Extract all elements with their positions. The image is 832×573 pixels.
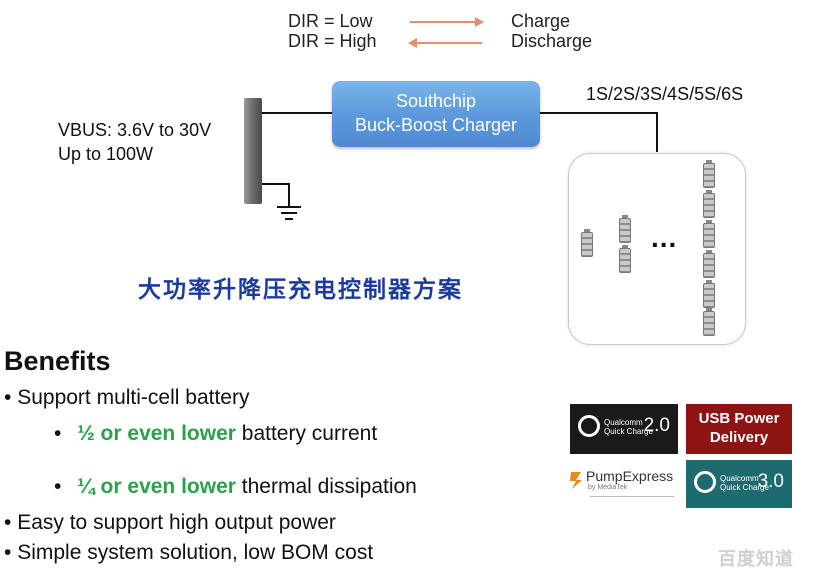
benefits-title: Benefits: [4, 346, 111, 376]
vbus-voltage-range: VBUS: 3.6V to 30V: [58, 120, 212, 140]
buck-boost-charger-block: Southchip Buck-Boost Charger: [332, 81, 540, 147]
benefit-text: Easy to support high output power: [17, 511, 336, 534]
qc-brand-text: Qualcomm Quick Charge: [604, 418, 653, 436]
qc-version: 2.0: [643, 415, 670, 436]
bullet-dot: •: [4, 541, 12, 564]
bullet-dot: •: [54, 475, 62, 498]
legend-discharge-label: Discharge: [511, 31, 593, 51]
quick-charge-icon: [578, 415, 600, 437]
qc-brand-text: Qualcomm Quick Charge: [720, 474, 769, 492]
bullet-dot: •: [54, 422, 62, 445]
wire-ground: [262, 183, 290, 185]
discharge-arrow: [408, 38, 482, 48]
wire-vbus-to-charger: [262, 112, 334, 114]
wire-ground-drop: [288, 183, 290, 207]
benefit-subitem: • ¼ or even lower thermal dissipation: [54, 475, 417, 499]
baidu-zhidao-watermark: 百度知道: [676, 512, 832, 573]
charge-arrow: [410, 17, 484, 27]
bullet-dot: •: [4, 511, 12, 534]
pump-express-name: PumpExpress: [586, 468, 674, 484]
benefit-highlight: ½ or even lower: [77, 422, 236, 445]
benefit-text: Support multi-cell battery: [17, 386, 250, 409]
wire-battery-drop: [656, 112, 658, 152]
ellipsis: ...: [651, 222, 678, 253]
usb-power-delivery-logo: USB Power Delivery: [686, 404, 792, 454]
qualcomm-quick-charge-3-logo: Qualcomm Quick Charge 3.0: [686, 460, 792, 508]
pump-express-icon: [570, 472, 582, 489]
pump-express-logo: PumpExpress by MediaTek: [566, 460, 678, 508]
pump-express-sub: by MediaTek: [588, 484, 628, 491]
wire-charger-to-battery: [540, 112, 658, 114]
qc-version: 3.0: [757, 471, 784, 492]
qualcomm-quick-charge-2-logo: Qualcomm Quick Charge 2.0: [570, 404, 678, 454]
usb-connector: [244, 98, 262, 204]
benefit-item: • Support multi-cell battery: [4, 386, 249, 410]
battery-pack: ...: [568, 153, 746, 345]
vbus-power-rating: Up to 100W: [58, 144, 154, 164]
benefit-text: thermal dissipation: [235, 475, 417, 498]
benefit-item: • Simple system solution, low BOM cost: [4, 541, 373, 565]
charger-brand: Southchip: [395, 91, 477, 111]
quick-charge-icon: [694, 471, 716, 493]
watermark-text: 百度知道: [718, 549, 794, 569]
battery-cell-icon: [703, 160, 715, 188]
battery-config-label: 1S/2S/3S/4S/5S/6S: [586, 84, 744, 104]
usbpd-line2: Delivery: [709, 429, 769, 446]
battery-cell-icon: [703, 280, 715, 308]
benefit-subitem: • ½ or even lower battery current: [54, 422, 377, 446]
vbus-spec: VBUS: 3.6V to 30V Up to 100W: [58, 118, 211, 166]
legend-dir-low-label: DIR = Low: [288, 11, 373, 31]
benefit-text: Simple system solution, low BOM cost: [17, 541, 374, 564]
benefit-highlight: ¼ or even lower: [77, 475, 236, 498]
benefit-item: • Easy to support high output power: [4, 511, 336, 535]
battery-cell-icon: [619, 245, 631, 273]
legend-dir-high-label: DIR = High: [288, 31, 377, 51]
bullet-dot: •: [4, 386, 12, 409]
charger-type: Buck-Boost Charger: [354, 115, 518, 135]
ground-icon: [277, 206, 301, 220]
battery-cell-icon: [703, 220, 715, 248]
chinese-solution-title: 大功率升降压充电控制器方案: [138, 276, 463, 303]
usbpd-line1: USB Power: [698, 410, 780, 427]
battery-cell-icon: [703, 190, 715, 218]
battery-cell-icon: [703, 250, 715, 278]
battery-cell-icon: [581, 229, 593, 257]
battery-cell-icon: [703, 308, 715, 336]
legend-charge-label: Charge: [511, 11, 571, 31]
benefit-text: battery current: [235, 422, 378, 445]
battery-cell-icon: [619, 215, 631, 243]
divider: [590, 496, 674, 497]
